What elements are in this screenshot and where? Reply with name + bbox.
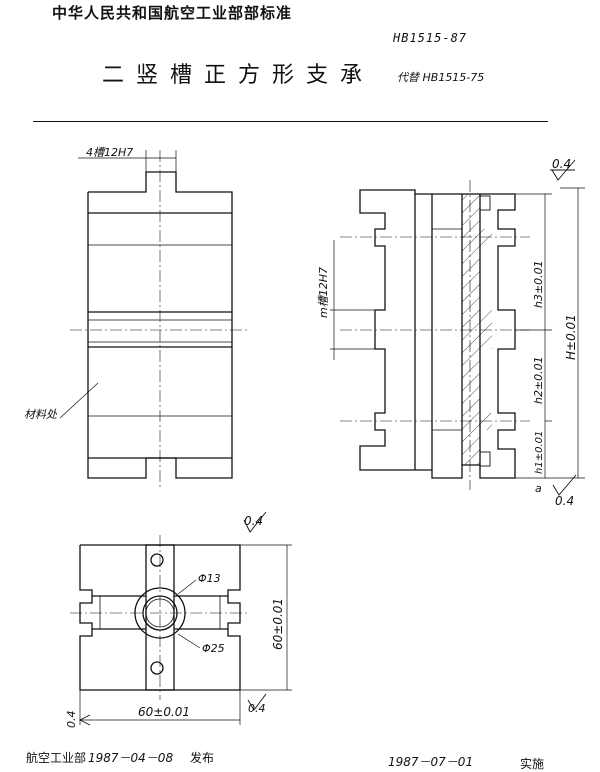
standard-number: HB1515-87 xyxy=(393,31,468,45)
dim-phi13: Φ13 xyxy=(198,572,221,585)
roughness-top-view-right: 0.4 xyxy=(248,702,266,715)
footer-issue-date: 1987－04－08 xyxy=(88,751,174,765)
dim-60-horizontal: 60±0.01 xyxy=(138,705,190,719)
dim-h1: h1±0.01 xyxy=(534,431,545,474)
dim-phi25: Φ25 xyxy=(202,642,225,655)
dim-H: H±0.01 xyxy=(564,314,578,360)
footer-implement-date: 1987－07－01 xyxy=(388,755,474,769)
document-title: 二竖槽正方形支承 xyxy=(102,63,375,88)
roughness-side-bottom: 0.4 xyxy=(555,494,574,508)
roughness-top-view-left: 0.4 xyxy=(65,711,78,729)
top-view xyxy=(70,511,292,726)
dim-60-vertical: 60±0.01 xyxy=(271,598,285,650)
m-slot-note: m槽12H7 xyxy=(317,267,330,318)
replaces-note: 代替 HB1515-75 xyxy=(397,71,485,84)
dim-h2: h2±0.01 xyxy=(532,356,545,404)
footer-issue-label: 发布 xyxy=(190,751,215,765)
side-section-view xyxy=(330,159,585,496)
issuing-organization: 中华人民共和国航空工业部部标准 xyxy=(52,4,293,22)
footer-issuer: 航空工业部 xyxy=(26,751,87,765)
front-view xyxy=(59,150,250,490)
header-rule xyxy=(33,121,548,122)
footer-implement-label: 实施 xyxy=(520,757,545,771)
material-note: 材料处 xyxy=(24,408,58,421)
dim-h3: h3±0.01 xyxy=(532,260,545,308)
slot-note: 4槽12H7 xyxy=(86,146,133,159)
roughness-top-view: 0.4 xyxy=(244,514,263,528)
roughness-side-top: 0.4 xyxy=(552,157,571,171)
datum-a: a xyxy=(535,482,542,495)
